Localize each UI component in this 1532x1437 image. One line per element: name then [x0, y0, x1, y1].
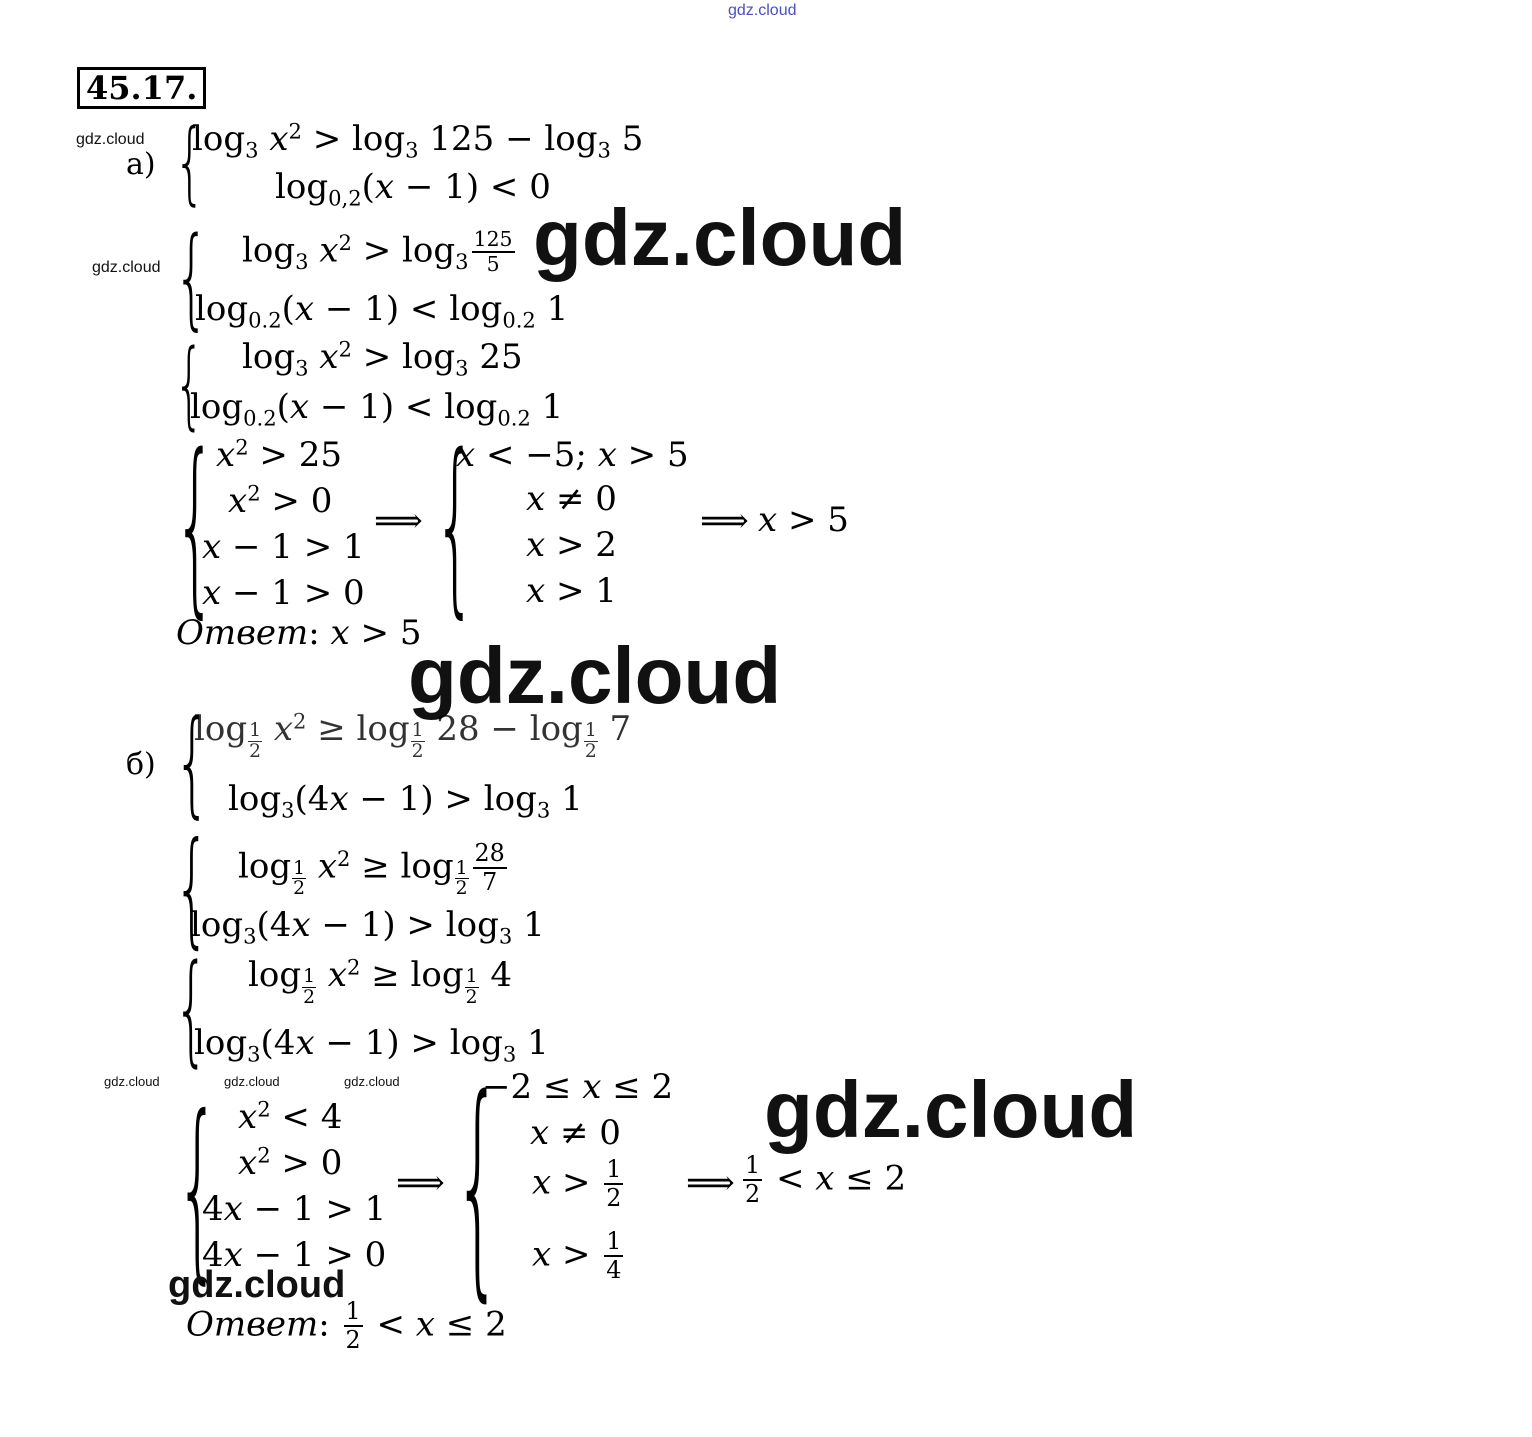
watermark-small: gdz.cloud [224, 1074, 280, 1089]
watermark-small: gdz.cloud [344, 1074, 400, 1089]
implies-arrow: ⟹ [374, 501, 423, 541]
a-s4-c1-r4: x − 1 > 0 [202, 573, 365, 613]
b-s3-line2: log3(4x − 1) > log3 1 [194, 1023, 549, 1067]
b-s1-line2: log3(4x − 1) > log3 1 [228, 779, 583, 823]
a-s3-line2: log0.2(x − 1) < log0.2 1 [190, 387, 564, 431]
top-watermark: gdz.cloud [728, 2, 797, 19]
watermark-small: gdz.cloud [92, 259, 161, 276]
brace: { [434, 414, 477, 635]
brace: { [454, 1049, 502, 1322]
part-b-label: б) [126, 747, 156, 782]
a-s4-c2-r2: x ≠ 0 [526, 479, 617, 519]
brace: { [174, 816, 210, 961]
a-s2-line2: log0.2(x − 1) < log0.2 1 [195, 289, 569, 333]
a-s1-line1: log3 x2 > log3 125 − log3 5 [192, 118, 644, 163]
b-s4-c2-r2: x ≠ 0 [530, 1113, 621, 1153]
answer-label: Ответ [186, 1304, 319, 1345]
brace: { [174, 696, 211, 830]
a-result: x > 5 [758, 500, 849, 540]
b-s4-c1-r3: 4x − 1 > 1 [202, 1189, 387, 1229]
watermark-small: gdz.cloud [76, 131, 145, 148]
watermark-big: gdz.cloud [533, 193, 907, 282]
a-s4-c2-r4: x > 1 [526, 571, 617, 611]
watermark-small: gdz.cloud [104, 1074, 160, 1089]
answer-label: Ответ [176, 613, 309, 653]
a-s4-c1-r3: x − 1 > 1 [202, 527, 365, 567]
b-s2-line2: log3(4x − 1) > log3 1 [190, 905, 545, 949]
a-s4-c1-r1: x2 > 25 [216, 434, 342, 475]
implies-arrow: ⟹ [396, 1163, 445, 1203]
a-s4-c1-r2: x2 > 0 [228, 480, 333, 521]
implies-arrow: ⟹ [700, 501, 749, 541]
a-s4-c2-r3: x > 2 [526, 525, 617, 565]
a-s3-line1: log3 x2 > log3 25 [242, 336, 523, 381]
brace: { [174, 213, 209, 341]
brace: { [174, 110, 206, 215]
b-s4-c1-r2: x2 > 0 [238, 1142, 343, 1183]
a-answer: Ответ: x > 5 [176, 613, 422, 653]
b-s4-c1-r1: x2 < 4 [238, 1096, 343, 1137]
part-a-label: а) [126, 147, 156, 182]
watermark-medium: gdz.cloud [168, 1264, 346, 1306]
watermark-big: gdz.cloud [764, 1065, 1138, 1154]
brace: { [174, 414, 217, 635]
brace: { [174, 330, 205, 440]
problem-number: 45.17. [77, 67, 207, 109]
implies-arrow: ⟹ [686, 1163, 735, 1203]
a-s1-line2: log0,2(x − 1) < 0 [275, 167, 551, 211]
brace: { [176, 1074, 220, 1301]
b-s4-c2-r1: −2 ≤ x ≤ 2 [482, 1067, 674, 1107]
brace: { [174, 940, 209, 1079]
b-s4-c1-r4: 4x − 1 > 0 [202, 1235, 387, 1275]
watermark-big: gdz.cloud [408, 631, 782, 720]
a-s4-c2-r1: x < −5; x > 5 [456, 435, 689, 475]
